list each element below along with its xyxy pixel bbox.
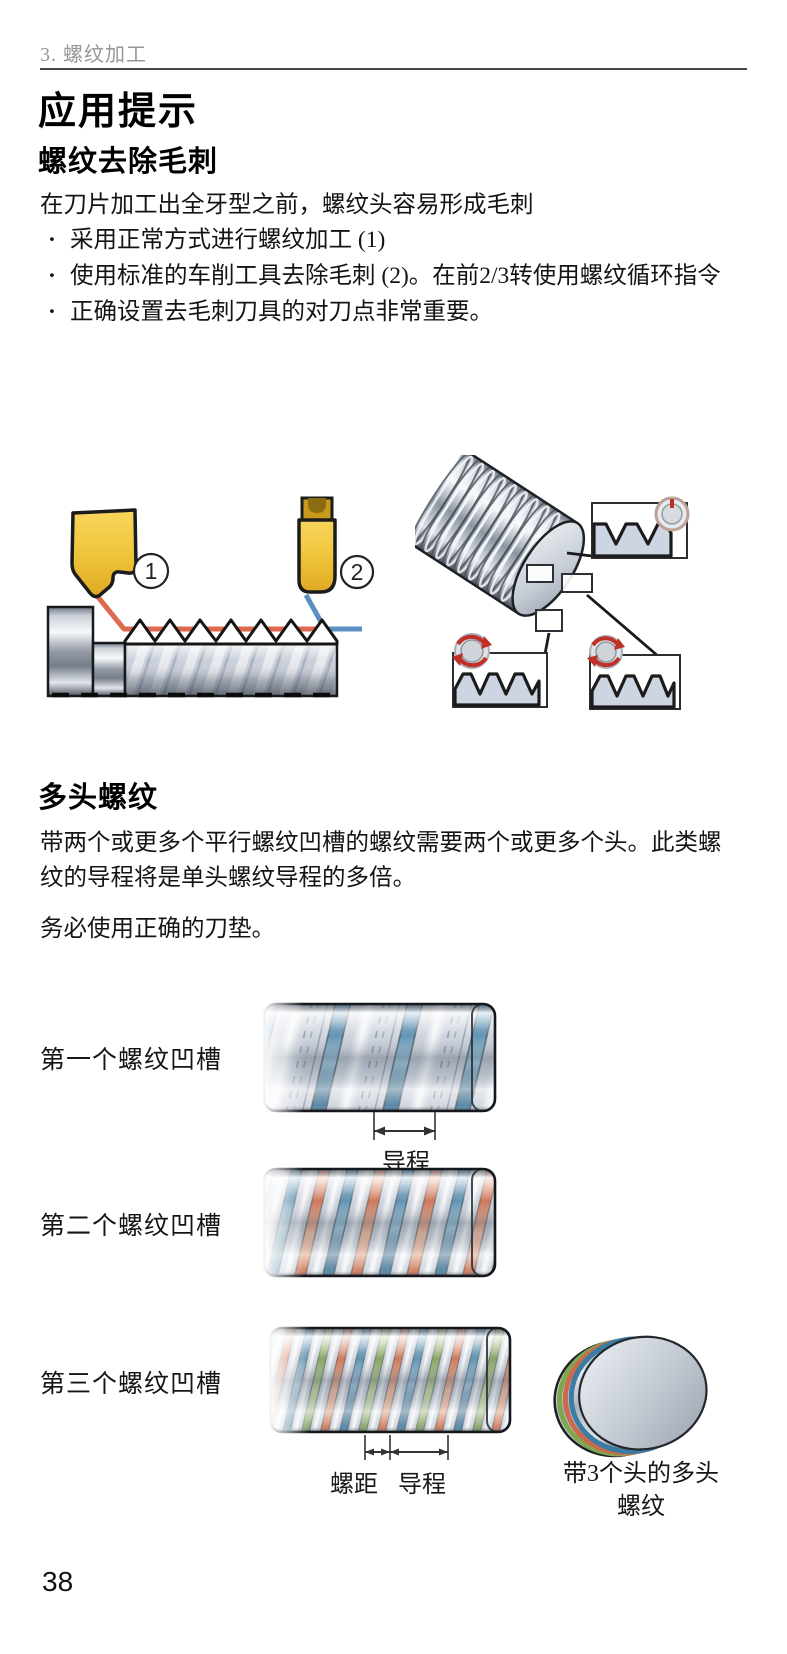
three-start-end-view xyxy=(553,1335,708,1458)
caption-line-1: 带3个头的多头 xyxy=(563,1461,719,1487)
row-label-groove-2: 第二个螺纹凹槽 xyxy=(40,1213,223,1240)
rotation-arrow-icon xyxy=(452,633,492,669)
row-label-groove-3: 第三个螺纹凹槽 xyxy=(40,1371,223,1398)
multistart-paragraph-1: 带两个或更多个平行螺纹凹槽的螺纹需要两个或更多个头。此类螺纹的导程将是单头螺纹导… xyxy=(40,830,722,891)
deburr-lead-paragraph: 在刀片加工出全牙型之前，螺纹头容易形成毛刺 xyxy=(40,192,534,218)
insert-1 xyxy=(70,508,138,599)
callout-1-badge: 1 xyxy=(132,552,170,590)
breadcrumb-section: 3. 螺纹加工 xyxy=(40,44,147,66)
shaft-step xyxy=(91,641,127,698)
caption-three-start: 带3个头的多头 螺纹 xyxy=(538,1458,744,1524)
rotation-arrow-icon xyxy=(587,635,625,669)
thread-profile-zigzag xyxy=(123,618,339,646)
callout-2-badge: 2 xyxy=(339,554,375,590)
figure-thread-callouts xyxy=(415,455,690,710)
bullet-item: 采用正常方式进行螺纹加工 (1) xyxy=(40,223,740,258)
svg-text:1: 1 xyxy=(145,558,158,584)
thread-cylinder-3 xyxy=(268,1325,512,1435)
callout-box-bottom-left xyxy=(452,633,548,708)
bullet-item: 正确设置去毛刺刀具的对刀点非常重要。 xyxy=(40,295,740,330)
dimension-pitch-lead-row3 xyxy=(364,1435,449,1460)
section-heading-deburr: 螺纹去除毛刺 xyxy=(38,146,219,178)
dimension-lead-row1 xyxy=(373,1112,436,1140)
deburr-bullet-list: 采用正常方式进行螺纹加工 (1) 使用标准的车削工具去除毛刺 (2)。在前2/3… xyxy=(40,223,740,331)
threaded-shaft-angled xyxy=(415,455,586,617)
thread-cylinder-1 xyxy=(262,1001,497,1114)
multistart-paragraph-2: 务必使用正确的刀垫。 xyxy=(40,916,275,942)
caption-line-2: 螺纹 xyxy=(617,1494,665,1520)
rotation-knob-icon xyxy=(654,496,690,532)
shaft-left-block xyxy=(46,605,95,698)
svg-text:2: 2 xyxy=(351,559,364,585)
bullet-item: 使用标准的车削工具去除毛刺 (2)。在前2/3转使用螺纹循环指令 xyxy=(40,259,740,294)
dimension-label-lead-3: 导程 xyxy=(398,1472,446,1498)
dimension-label-pitch: 螺距 xyxy=(330,1472,378,1498)
callout-box-top xyxy=(591,496,690,559)
inspection-rects xyxy=(526,564,593,632)
thread-body xyxy=(123,640,339,698)
callout-connector-lines xyxy=(543,551,659,658)
toolpath-blue xyxy=(303,593,362,632)
figure-deburring-tools: 1 2 xyxy=(46,496,375,698)
insert-2 xyxy=(297,496,337,594)
row-label-groove-1: 第一个螺纹凹槽 xyxy=(40,1047,223,1074)
callout-box-bottom-right xyxy=(587,635,681,710)
page-header: 3. 螺纹加工 xyxy=(40,38,747,70)
page-title: 应用提示 xyxy=(38,91,199,133)
page-number: 38 xyxy=(42,1566,74,1597)
section-heading-multistart: 多头螺纹 xyxy=(38,782,159,814)
thread-cylinder-2 xyxy=(262,1166,497,1279)
